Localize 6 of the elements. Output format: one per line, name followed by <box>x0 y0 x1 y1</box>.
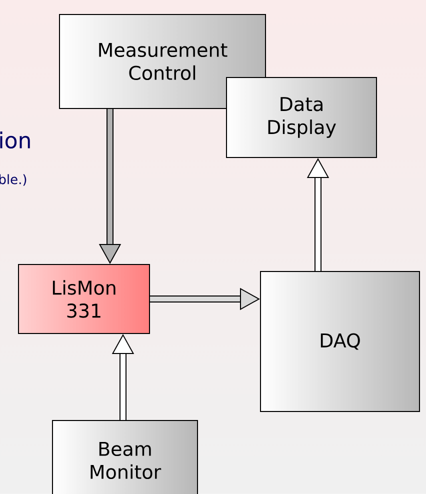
block-box: DAQ <box>260 271 420 412</box>
block-box: LisMon 331 <box>18 264 150 334</box>
block-box: Beam Monitor <box>52 420 198 494</box>
block-box: Measurement Control <box>59 14 266 109</box>
block-box: Data Display <box>226 77 377 158</box>
slide-text: ion <box>0 131 30 149</box>
